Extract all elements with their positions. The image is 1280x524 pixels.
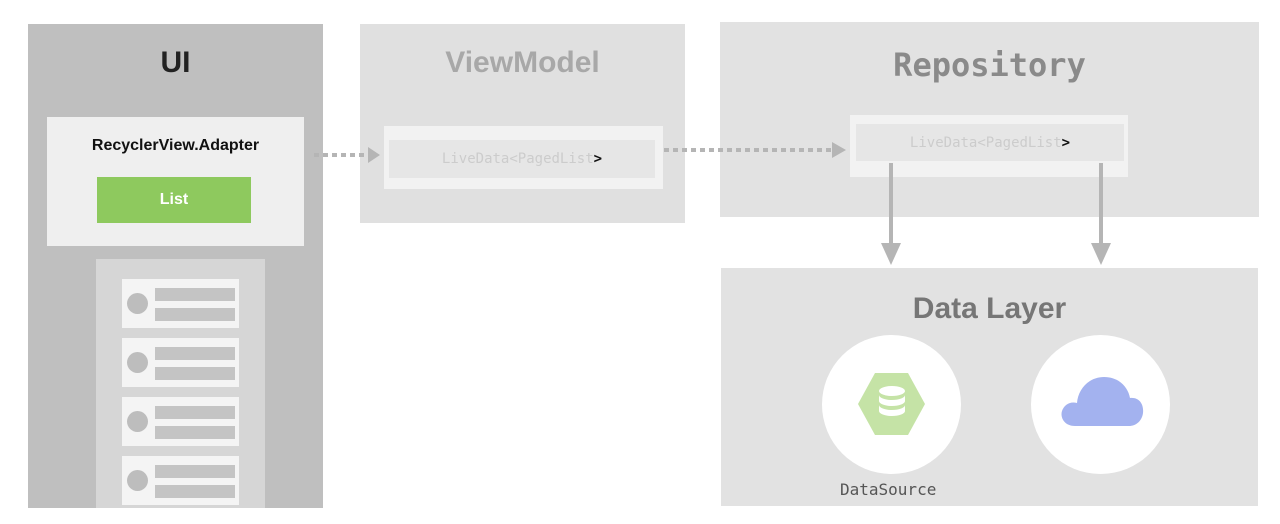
database-hexagon-icon [858,373,925,435]
recyclerview-adapter-box: RecyclerView.Adapter List [47,117,304,246]
network-circle [1031,335,1170,474]
list-item-line [155,406,235,419]
list-item-avatar [127,352,148,373]
list-item-avatar [127,411,148,432]
arrow-repository-to-network [1091,163,1111,265]
list-item-line [155,288,235,301]
repository-panel-title: Repository [893,46,1086,84]
datasource-label: DataSource [840,480,937,499]
list-item-line [155,465,235,478]
data-layer-panel: Data Layer [721,268,1258,506]
arrow-viewmodel-to-repository [664,142,846,158]
viewmodel-panel: ViewModel [360,24,685,223]
datasource-circle [822,335,961,474]
list-item [122,338,239,387]
list-item [122,397,239,446]
data-layer-panel-title: Data Layer [912,292,1067,325]
livedata-text: LiveData<PagedList [909,134,1062,151]
livedata-text: LiveData<PagedList [441,151,594,167]
ui-panel-title: UI [160,46,191,79]
list-item-line [155,367,235,380]
list-item-line [155,347,235,360]
recyclerview-list [96,259,265,508]
arrow-ui-to-viewmodel [314,147,380,163]
arrow-repository-to-datasource [881,163,901,265]
list-item-avatar [127,470,148,491]
list-item-line [155,426,235,439]
viewmodel-livedata-code: LiveData<PagedList> [389,140,655,178]
list-item-avatar [127,293,148,314]
livedata-close-bracket: > [1061,134,1071,151]
list-item [122,279,239,328]
livedata-close-bracket: > [593,151,603,167]
repository-livedata-code: LiveData<PagedList> [856,124,1124,161]
list-item-line [155,308,235,321]
list-item [122,456,239,505]
list-item-line [155,485,235,498]
adapter-label: RecyclerView.Adapter [91,137,260,154]
cloud-icon [1061,377,1144,426]
repository-panel: Repository [720,22,1259,217]
viewmodel-panel-title: ViewModel [445,46,600,79]
list-button: List [97,177,251,223]
